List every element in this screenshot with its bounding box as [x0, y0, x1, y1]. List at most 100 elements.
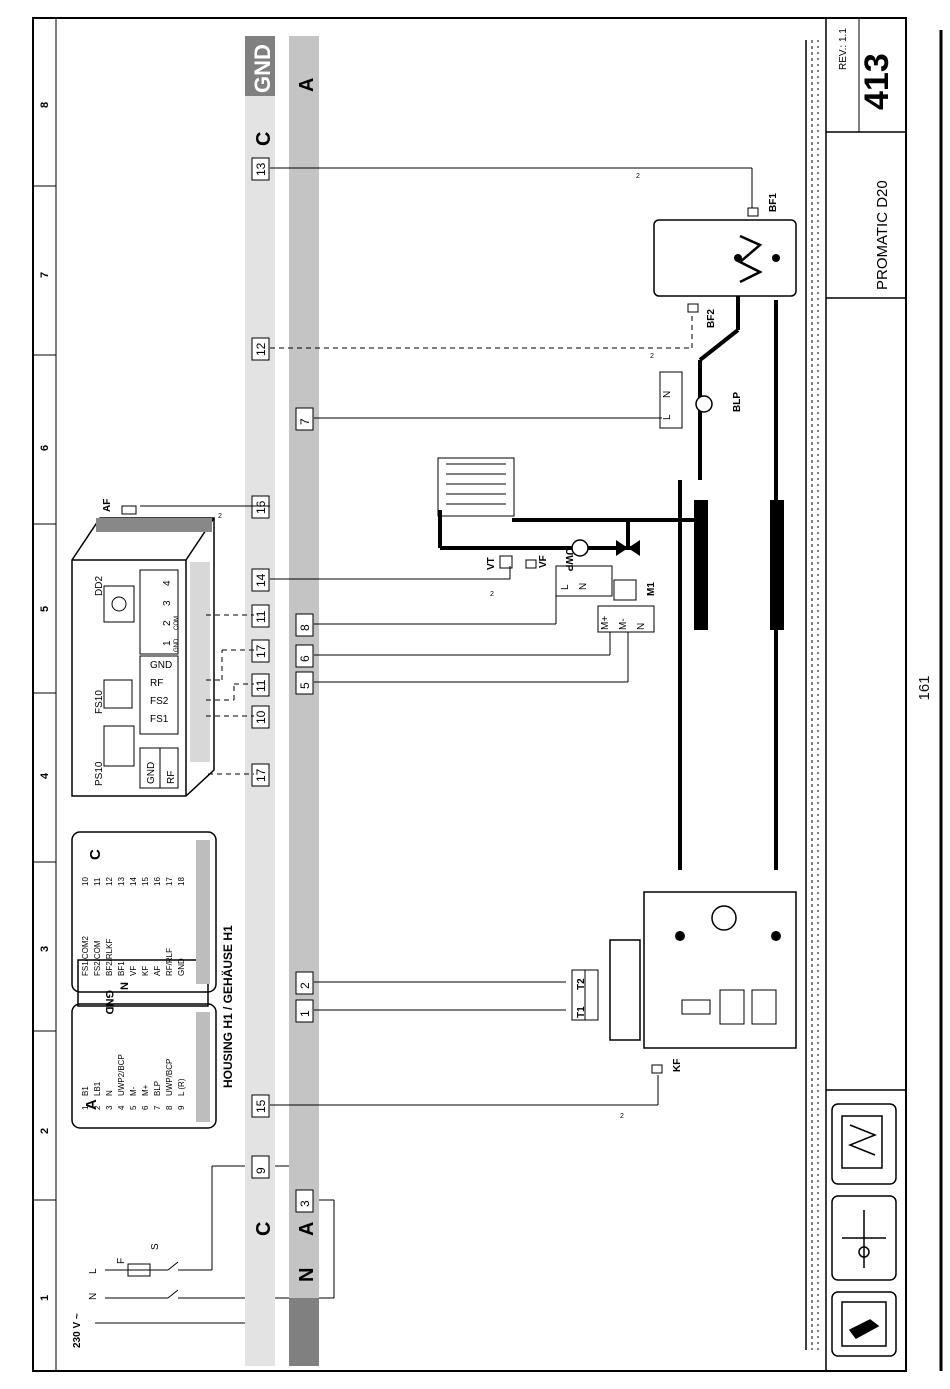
page-number: 161: [916, 675, 933, 701]
legend-a-text: LB1: [93, 1081, 102, 1096]
legend-c-label: C: [87, 849, 104, 860]
legend-a-number: 1: [81, 1105, 90, 1110]
wire-count: 2: [620, 1113, 624, 1120]
supply-l: L: [88, 1268, 99, 1274]
fuse-label: F: [116, 1258, 127, 1264]
a-terminal: [295, 671, 314, 695]
a-bar-label-top: A: [296, 78, 318, 92]
legend-a-text: B1: [81, 1086, 90, 1096]
storage-tank: [653, 219, 797, 297]
c-terminal-number: 17: [254, 768, 268, 782]
legend-c-text: AF: [153, 966, 162, 976]
legend-a-number: 8: [165, 1105, 174, 1110]
t2-label: T2: [576, 978, 587, 990]
vf-label: VF: [538, 555, 549, 568]
gnd-bar-label: GND: [250, 44, 275, 93]
legend-a-number: 5: [129, 1105, 138, 1110]
legend-c-number: 14: [129, 877, 138, 886]
a-terminal-number: 8: [298, 624, 312, 631]
fs10-display: [103, 679, 133, 709]
legend-a-text: L (R): [177, 1078, 186, 1096]
a-terminal-number: 6: [298, 655, 312, 662]
fs10-terminal: FS2: [150, 696, 169, 707]
legend-a-number: 3: [105, 1105, 114, 1110]
c-terminal: [251, 705, 270, 729]
dd2-terminal: 3: [162, 600, 173, 606]
grid-number: 8: [39, 102, 51, 108]
ps10-display: [103, 725, 135, 767]
c-terminal: [251, 157, 270, 181]
a-terminal: [295, 999, 314, 1023]
blp-label: BLP: [732, 392, 743, 412]
c-terminal-number: 13: [254, 162, 268, 176]
legend-a-text: M+: [141, 1084, 150, 1096]
legend-c-text: BF2/RLKF: [105, 939, 114, 976]
vf-sensor: [525, 559, 537, 569]
a-terminal: [295, 644, 314, 668]
grid-number: 3: [39, 946, 51, 952]
grid-number: 4: [39, 772, 51, 779]
c-bar-label-bottom: C: [253, 1222, 275, 1236]
legend-c-box: [71, 831, 217, 993]
vt-sensor: [499, 555, 513, 569]
legend-c-text: FS2/COM: [93, 940, 102, 976]
a-terminal: [295, 407, 314, 431]
a-terminal-number: 5: [298, 682, 312, 689]
t1-label: T1: [576, 1006, 587, 1018]
wire-count: 2: [636, 173, 640, 180]
kf-sensor: [651, 1064, 663, 1074]
supply-voltage: 230 V ~: [72, 1313, 83, 1348]
a-terminal-number: 7: [298, 418, 312, 425]
mixing-valve: [616, 540, 640, 556]
a-bar-label-bottom: A: [296, 1222, 318, 1236]
legend-n: N: [119, 982, 131, 990]
a-terminal: [295, 1189, 314, 1213]
c-terminal-number: 17: [254, 644, 268, 658]
a-terminal: [295, 613, 314, 637]
uwp-terminal: L: [560, 584, 571, 590]
c-terminal-number: 12: [254, 342, 268, 356]
legend-a-text: UWP2/BCP: [117, 1054, 126, 1096]
af-label: AF: [102, 499, 113, 512]
c-terminal: [251, 604, 270, 628]
ps10-terminal: GND: [146, 762, 157, 784]
grid-number: 2: [39, 1128, 51, 1134]
valve-mode-icon: [831, 1195, 897, 1281]
legend-c-text: RF/RLF: [165, 948, 174, 976]
legend-c-number: 13: [117, 877, 126, 886]
m1-terminal-box: [597, 605, 655, 633]
revision: REV.: 1.1: [838, 28, 849, 70]
legend-c-number: 18: [177, 877, 186, 886]
product-name: PROMATIC D20: [874, 180, 891, 290]
dd2-terminal: 4: [162, 580, 173, 586]
kf-label: KF: [672, 1059, 683, 1072]
c-terminal: [251, 639, 270, 663]
bf1-label: BF1: [768, 193, 779, 212]
ps10-terminal: RF: [166, 771, 177, 784]
bf2-label: BF2: [706, 309, 717, 328]
dd2-sub-terminal: COM: [174, 616, 180, 630]
vt-label: VT: [486, 557, 497, 570]
legend-a-number: 2: [93, 1105, 102, 1110]
c-terminal: [251, 337, 270, 361]
legend-a-number: 6: [141, 1105, 150, 1110]
grid-number: 1: [39, 1295, 51, 1301]
dd2-terminal: 2: [162, 620, 173, 626]
uwp-terminal-box: [555, 565, 613, 597]
heater-mode-icon: [831, 1103, 897, 1185]
legend-c-number: 15: [141, 877, 150, 886]
c-terminal-number: 11: [254, 610, 268, 623]
dd2-display: [103, 585, 135, 623]
a-terminal: [295, 971, 314, 995]
wire-count: 2: [490, 591, 494, 598]
boiler-controller: [609, 939, 641, 1041]
grid-number: 6: [39, 445, 51, 451]
ps10-label: PS10: [94, 761, 105, 786]
c-terminal: [251, 763, 270, 787]
m1-terminal: N: [636, 623, 647, 630]
c-terminal: [251, 1155, 270, 1179]
m1-terminal: M+: [600, 616, 611, 630]
switch-label: S: [150, 1243, 161, 1250]
c-terminal: [251, 673, 270, 697]
radiator: [437, 457, 515, 517]
